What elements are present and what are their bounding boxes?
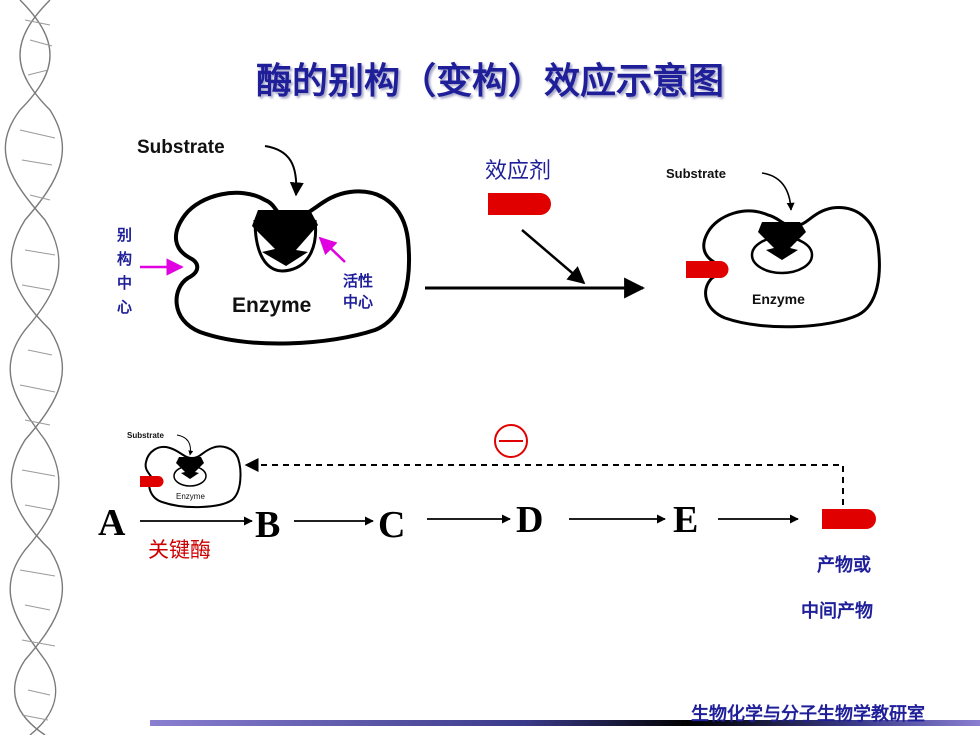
svg-text:中: 中 [117,274,132,292]
product-label-line1: 产物或 [817,554,871,576]
small-bound-effector-icon [140,476,164,487]
substrate-label-right: Substrate [666,166,726,181]
enzyme-left [174,189,412,346]
product-icon [822,509,876,529]
dna-helix-decoration [4,0,64,735]
node-c: C [378,504,405,546]
bound-effector-icon [686,261,729,278]
small-substrate-label: Substrate [127,431,164,440]
enzyme-label-right: Enzyme [752,291,805,307]
node-e: E [673,499,698,541]
footer-label: 生物化学与分子生物学教研室 [691,704,925,725]
allosteric-site-label: 别 构 中 心 [116,226,132,316]
node-d: D [516,499,543,541]
svg-text:心: 心 [117,298,132,316]
inhibition-sign [494,424,528,458]
substrate-shape-left [252,210,318,266]
page-title: 酶的别构（变构）效应示意图 [255,61,724,102]
effector-arrow [521,229,586,285]
effector-label: 效应剂 [485,159,551,184]
enzyme-right [702,206,881,329]
feedback-inhibition-line [244,458,844,505]
product-label-line2: 中间产物 [801,600,873,622]
key-enzyme-label: 关键酶 [148,538,211,562]
node-a: A [98,502,126,544]
active-site-arrow [318,236,346,263]
footer-bar [150,720,980,726]
active-site-label: 活性 中心 [343,272,373,311]
svg-text:别: 别 [116,226,132,244]
small-enzyme-label: Enzyme [176,492,205,501]
effector-icon [488,193,551,215]
svg-text:中心: 中心 [343,293,373,311]
enzyme-label-left: Enzyme [232,294,311,317]
small-enzyme [144,445,242,509]
svg-text:构: 构 [117,250,132,268]
substrate-label-left: Substrate [137,137,225,158]
node-b: B [255,504,280,546]
svg-text:活性: 活性 [343,272,373,290]
